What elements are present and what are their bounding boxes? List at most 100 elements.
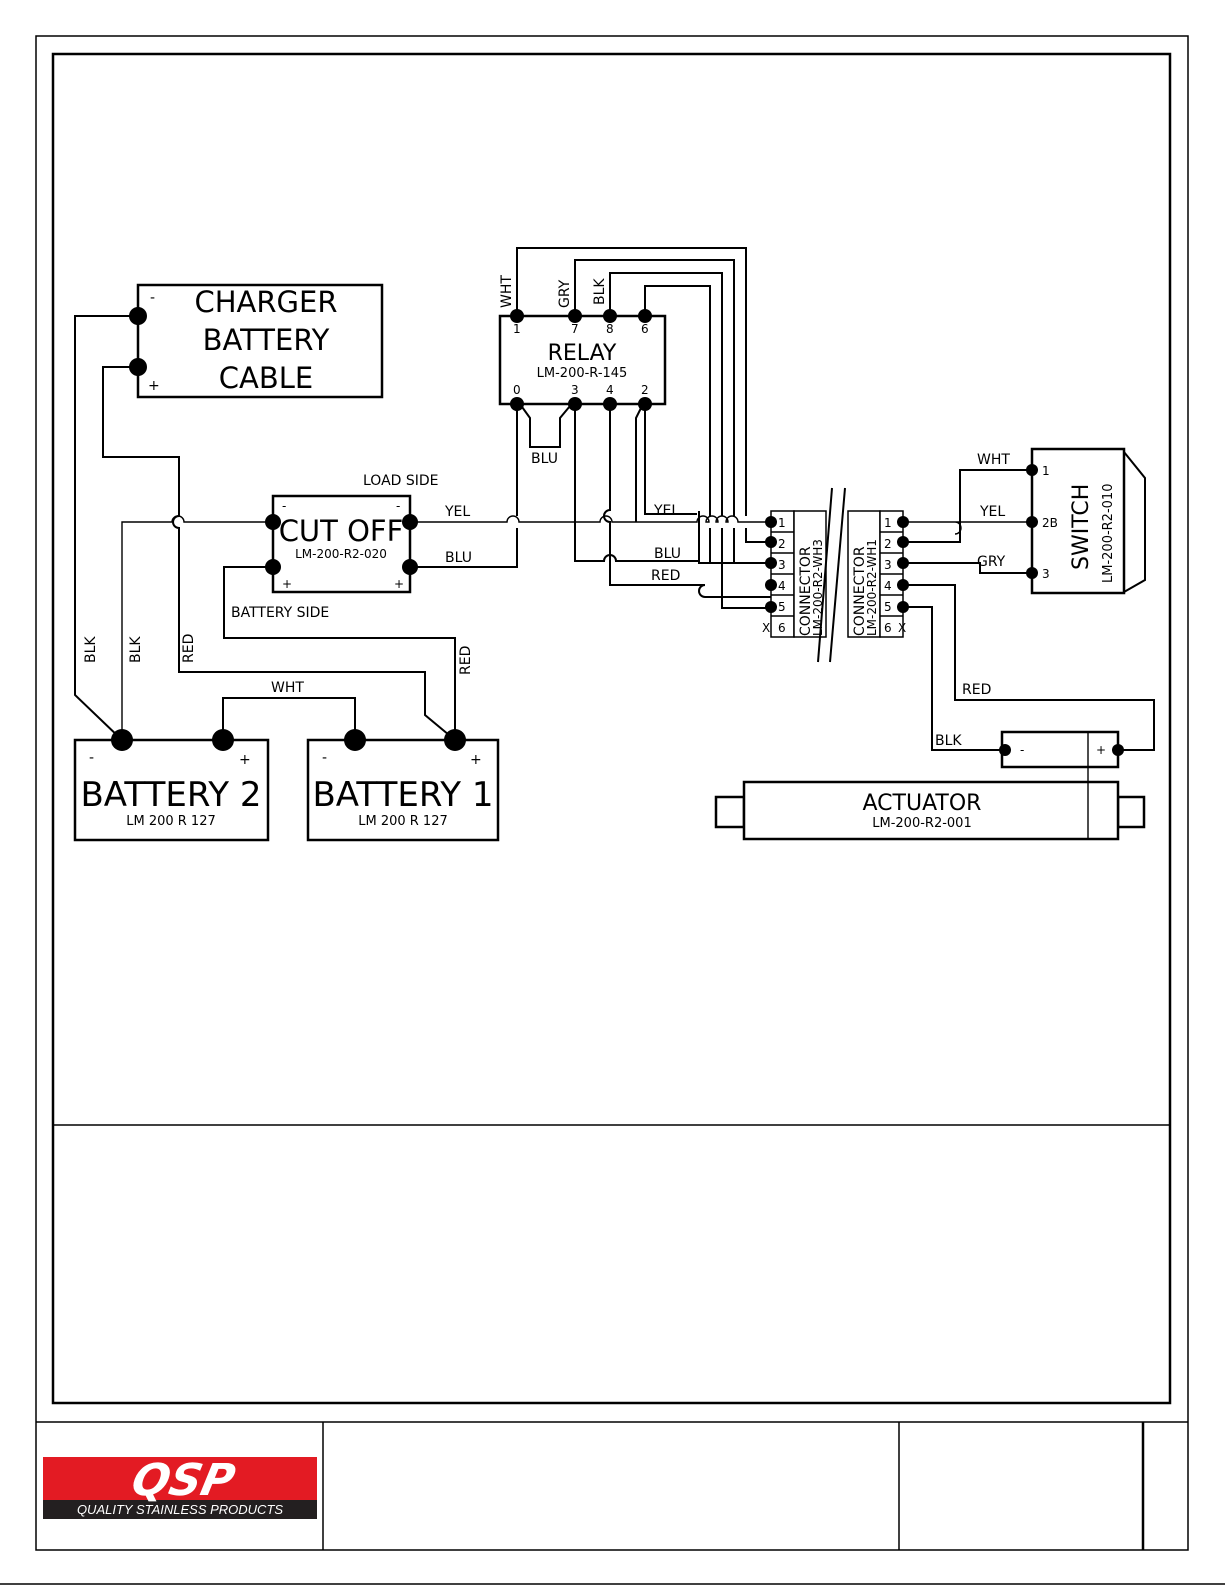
cutoff-load-side: LOAD SIDE (363, 473, 439, 489)
relay-pin-7: 7 (571, 322, 579, 336)
logo-tagline: QUALITY STAINLESS PRODUCTS (77, 1502, 283, 1517)
svg-text:-: - (322, 750, 327, 766)
label-bat-wht: WHT (271, 680, 304, 696)
logo-dark-band (43, 1500, 317, 1519)
logo-text: QSP (127, 1455, 239, 1505)
actuator: - + ACTUATOR LM-200-R2-001 (714, 730, 1146, 841)
connector-left: 1 2 3 4 5 6 X CONNECTOR LM-200-R2-WH3 (762, 510, 827, 638)
actuator-part: LM-200-R2-001 (872, 816, 971, 831)
charger-pos-label: + (148, 378, 160, 394)
label-switch-wht: WHT (977, 452, 1010, 468)
relay-pin-6: 6 (641, 322, 649, 336)
cutoff-pos-right: + (394, 577, 404, 591)
relay-title: RELAY (548, 341, 617, 366)
wire-charger-neg-blk (74, 315, 138, 741)
logo-red-band (43, 1457, 317, 1500)
wire-relay8-blk (609, 272, 771, 609)
battery1-part: LM 200 R 127 (358, 814, 448, 829)
label-bat-blk-1: BLK (83, 636, 99, 663)
cutoff-title: CUT OFF (279, 514, 404, 548)
switch-part: LM-200-R2-010 (1101, 484, 1116, 583)
relay-pin-1: 1 (513, 322, 521, 336)
label-cutoff-yel: YEL (444, 504, 470, 520)
wire-cutoff-pos-battery (223, 566, 456, 740)
charger-pos-terminal (129, 358, 147, 376)
switch-pin-3: 3 (1042, 567, 1050, 581)
connector-right: 1 2 3 4 5 6 X CONNECTOR LM-200-R2-WH1 (847, 510, 909, 638)
wire-actuator-blk (903, 606, 1005, 751)
switch-pin-2b: 2B (1042, 516, 1058, 530)
cutoff-neg-left: - (282, 499, 286, 513)
label-switch-gry: GRY (977, 554, 1006, 570)
svg-text:5: 5 (778, 600, 786, 614)
relay-pin-4: 4 (606, 383, 614, 397)
label-relay-red: RED (651, 568, 680, 584)
svg-text:+: + (470, 752, 482, 768)
switch-pin-1: 1 (1042, 464, 1050, 478)
wire-conn3 (698, 561, 771, 564)
relay-part: LM-200-R-145 (537, 366, 628, 381)
svg-text:3: 3 (884, 558, 892, 572)
label-actuator-red: RED (962, 682, 991, 698)
wire-relay6 (644, 285, 711, 562)
wire-bat2-neg-cutoff-neg (121, 515, 273, 740)
svg-text:2: 2 (778, 537, 786, 551)
cutoff-neg-right: - (396, 499, 400, 513)
cutoff-pos-left: + (282, 577, 292, 591)
wire-relay4-red (603, 400, 771, 598)
battery-2: - + BATTERY 2 LM 200 R 127 (73, 729, 270, 842)
wire-labels: YEL BLU YEL BLU RED WHT YEL GRY RED BLK … (83, 452, 1010, 749)
battery2-part: LM 200 R 127 (126, 814, 216, 829)
label-actuator-blk: BLK (935, 733, 962, 749)
relay-wht-label: WHT (499, 275, 515, 308)
relay-pin-3: 3 (571, 383, 579, 397)
cut-off: CUT OFF LM-200-R2-020 - - + + LOAD SIDE … (231, 473, 439, 621)
svg-text:1: 1 (884, 516, 892, 530)
actuator-title: ACTUATOR (863, 791, 982, 816)
cutoff-battery-side: BATTERY SIDE (231, 605, 329, 621)
wire-relay-jumper-blu (516, 399, 576, 448)
charger-title-2: BATTERY (203, 323, 330, 357)
label-bat-red-2: RED (458, 646, 474, 675)
svg-text:3: 3 (778, 558, 786, 572)
battery2-title: BATTERY 2 (80, 775, 261, 815)
relay-jumper-blu-label: BLU (531, 451, 558, 467)
charger-neg-terminal (129, 307, 147, 325)
label-relay-blu: BLU (654, 546, 681, 562)
wire-switch-wht (903, 469, 1032, 543)
relay-blk-label: BLK (592, 278, 608, 305)
charger-title-1: CHARGER (195, 285, 338, 319)
cutoff-part: LM-200-R2-020 (295, 547, 387, 561)
wire-switch-gry (903, 562, 1032, 574)
switch-title: SWITCH (1069, 484, 1094, 570)
charger-battery-cable: CHARGER BATTERY CABLE - + (129, 283, 384, 399)
svg-text:5: 5 (884, 600, 892, 614)
battery-1: - + BATTERY 1 LM 200 R 127 (306, 729, 500, 842)
label-relay-yel: YEL (653, 503, 679, 519)
connector-right-unused: X (898, 621, 906, 635)
relay-pin-0: 0 (513, 383, 521, 397)
connector-left-part: LM-200-R2-WH3 (811, 539, 825, 636)
wire-switch-yel (903, 521, 1032, 535)
qsp-logo: QSP QUALITY STAINLESS PRODUCTS (43, 1455, 317, 1519)
svg-text:-: - (1020, 743, 1024, 757)
label-cutoff-blu: BLU (445, 550, 472, 566)
charger-title-3: CABLE (219, 361, 313, 395)
outer-frame (35, 35, 1189, 1551)
battery1-title: BATTERY 1 (312, 775, 493, 815)
svg-text:4: 4 (778, 579, 786, 593)
wires (74, 247, 1155, 751)
wire-charger-pos-red (102, 366, 456, 741)
svg-text:4: 4 (884, 579, 892, 593)
svg-text:2: 2 (884, 537, 892, 551)
svg-text:+: + (239, 752, 251, 768)
connector-left-unused: X (762, 621, 770, 635)
wire-battery-jumper-wht (222, 697, 356, 740)
svg-text:6: 6 (884, 621, 892, 635)
svg-text:6: 6 (778, 621, 786, 635)
wire-cutoff-yel (410, 515, 771, 523)
wire-actuator-red (903, 584, 1155, 751)
connector-left-title: CONNECTOR (798, 546, 814, 636)
label-switch-yel: YEL (979, 504, 1005, 520)
